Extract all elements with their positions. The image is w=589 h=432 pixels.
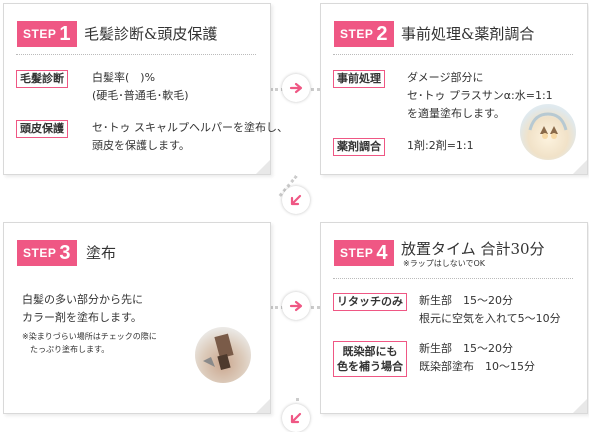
step2-title: 事前処理&薬剤調合 [401, 25, 535, 43]
card-corner [573, 399, 587, 413]
step1-title: 毛髪診断&頭皮保護 [84, 25, 218, 43]
tag-mixing: 薬剤調合 [333, 138, 385, 156]
retouch-line2: 根元に空気を入れて5〜10分 [419, 312, 561, 325]
previously-dyed-line2: 既染部塗布 10〜15分 [419, 360, 535, 373]
application-line1: 白髪の多い部分から先に [22, 293, 143, 306]
card-corner [573, 160, 587, 174]
card-corner [256, 399, 270, 413]
divider [333, 54, 573, 55]
tag-retouch-only: リタッチのみ [333, 293, 407, 311]
head-icon [528, 112, 568, 139]
tag-hair-diagnosis: 毛髪診断 [16, 70, 68, 88]
step-label: STEP [340, 27, 374, 41]
pretreatment-line1: ダメージ部分に [407, 71, 484, 84]
arrow-down-left-circle-icon [282, 404, 310, 432]
retouch-line1: 新生部 15〜20分 [419, 294, 513, 307]
head-hair-illustration [520, 104, 576, 160]
step-number: 2 [376, 23, 388, 45]
hair-diagnosis-line1: 白髪率( )% [92, 71, 156, 84]
pretreatment-line2: セ･トゥ プラスサンα:水=1:1 [407, 89, 553, 102]
tag-line: 色を補う場合 [337, 360, 403, 373]
tag-scalp-protection: 頭皮保護 [16, 120, 68, 138]
previously-dyed-line1: 新生部 15〜20分 [419, 342, 513, 355]
brush-application-illustration [195, 327, 251, 383]
step-number: 1 [59, 23, 71, 45]
scalp-protection-line1: セ･トゥ スキャルプヘルパーを塗布し、 [92, 121, 288, 134]
arrow-down-left-circle-icon [282, 186, 310, 214]
tag-pretreatment: 事前処理 [333, 70, 385, 88]
step-label: STEP [340, 246, 374, 260]
divider [16, 54, 256, 55]
step-number: 4 [376, 242, 388, 264]
tag-line: 既染部にも [342, 345, 398, 358]
brush-icon [203, 333, 234, 371]
card-corner [256, 160, 270, 174]
step3-title: 塗布 [86, 244, 117, 262]
application-note-line2: たっぷり塗布します。 [30, 345, 110, 354]
step4-subtitle: ※ラップはしないでOK [403, 259, 486, 268]
application-note-line1: ※染まりづらい場所はチェックの際に [22, 332, 157, 341]
pretreatment-line3: を適量塗布します。 [407, 107, 505, 120]
arrow-right-circle-icon [282, 74, 310, 102]
step4-title: 放置タイム 合計30分 [401, 240, 545, 258]
application-line2: カラー剤を塗布します。 [22, 311, 142, 324]
divider [333, 278, 573, 279]
step-number: 3 [59, 242, 71, 264]
scalp-protection-line2: 頭皮を保護します。 [92, 139, 190, 152]
tag-color-previously-dyed: 既染部にも 色を補う場合 [333, 341, 407, 377]
hair-diagnosis-line2: (硬毛･普通毛･軟毛) [92, 89, 189, 102]
step-label: STEP [23, 246, 57, 260]
mixing-ratio: 1剤:2剤=1:1 [407, 139, 474, 152]
step-label: STEP [23, 27, 57, 41]
arrow-right-circle-icon [282, 292, 310, 320]
